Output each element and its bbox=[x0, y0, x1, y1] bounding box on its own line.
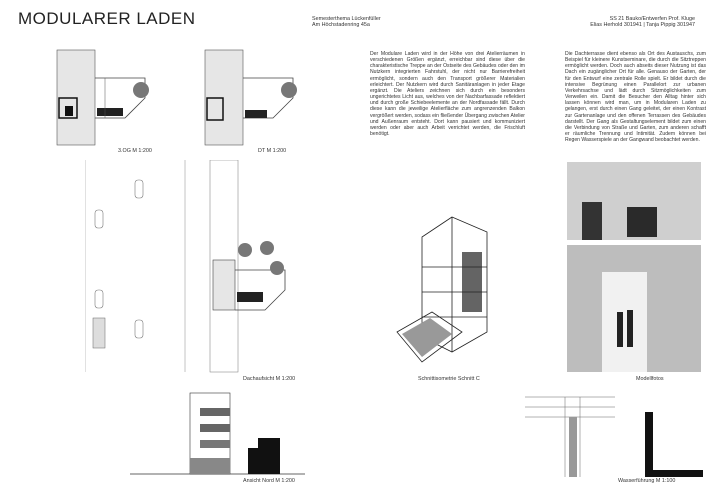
model-photos bbox=[567, 162, 701, 372]
caption-water: Wasserführung M 1:100 bbox=[618, 478, 676, 484]
floor-plan-dt bbox=[204, 49, 297, 146]
site-plan bbox=[85, 160, 286, 373]
section-isometric bbox=[396, 216, 488, 363]
authors: Elias Herhold 301941 | Tanja Pippig 3019… bbox=[590, 22, 695, 29]
water-section bbox=[525, 396, 703, 477]
caption-3og: 3.OG M 1:200 bbox=[118, 148, 152, 154]
floor-plan-3og bbox=[56, 49, 149, 146]
description-paragraph-1: Der Modulare Laden wird in der Höhe von … bbox=[370, 51, 525, 138]
north-elevation bbox=[130, 392, 305, 475]
semester-theme: Semesterthema Lückenfüller bbox=[312, 16, 381, 22]
caption-dt: DT M 1:200 bbox=[258, 148, 287, 154]
caption-site-plan: Dachaufsicht M 1:200 bbox=[243, 376, 296, 382]
course-info: SS 21 Bauko/Entwerfen Prof. Kluge Elias … bbox=[590, 16, 695, 29]
project-info: Semesterthema Lückenfüller Am Höchstaden… bbox=[312, 16, 381, 29]
caption-elevation: Ansicht Nord M 1:200 bbox=[243, 478, 295, 484]
address: Am Höchstadenring 45a bbox=[312, 22, 370, 29]
course: SS 21 Bauko/Entwerfen Prof. Kluge bbox=[609, 16, 695, 22]
description-paragraph-2: Die Dachterrasse dient ebenso als Ort de… bbox=[565, 51, 706, 144]
caption-isometric: Schnittisometrie Schnitt C bbox=[418, 376, 480, 382]
page-title: MODULARER LADEN bbox=[18, 9, 196, 28]
caption-model-photos: Modellfotos bbox=[636, 376, 664, 382]
